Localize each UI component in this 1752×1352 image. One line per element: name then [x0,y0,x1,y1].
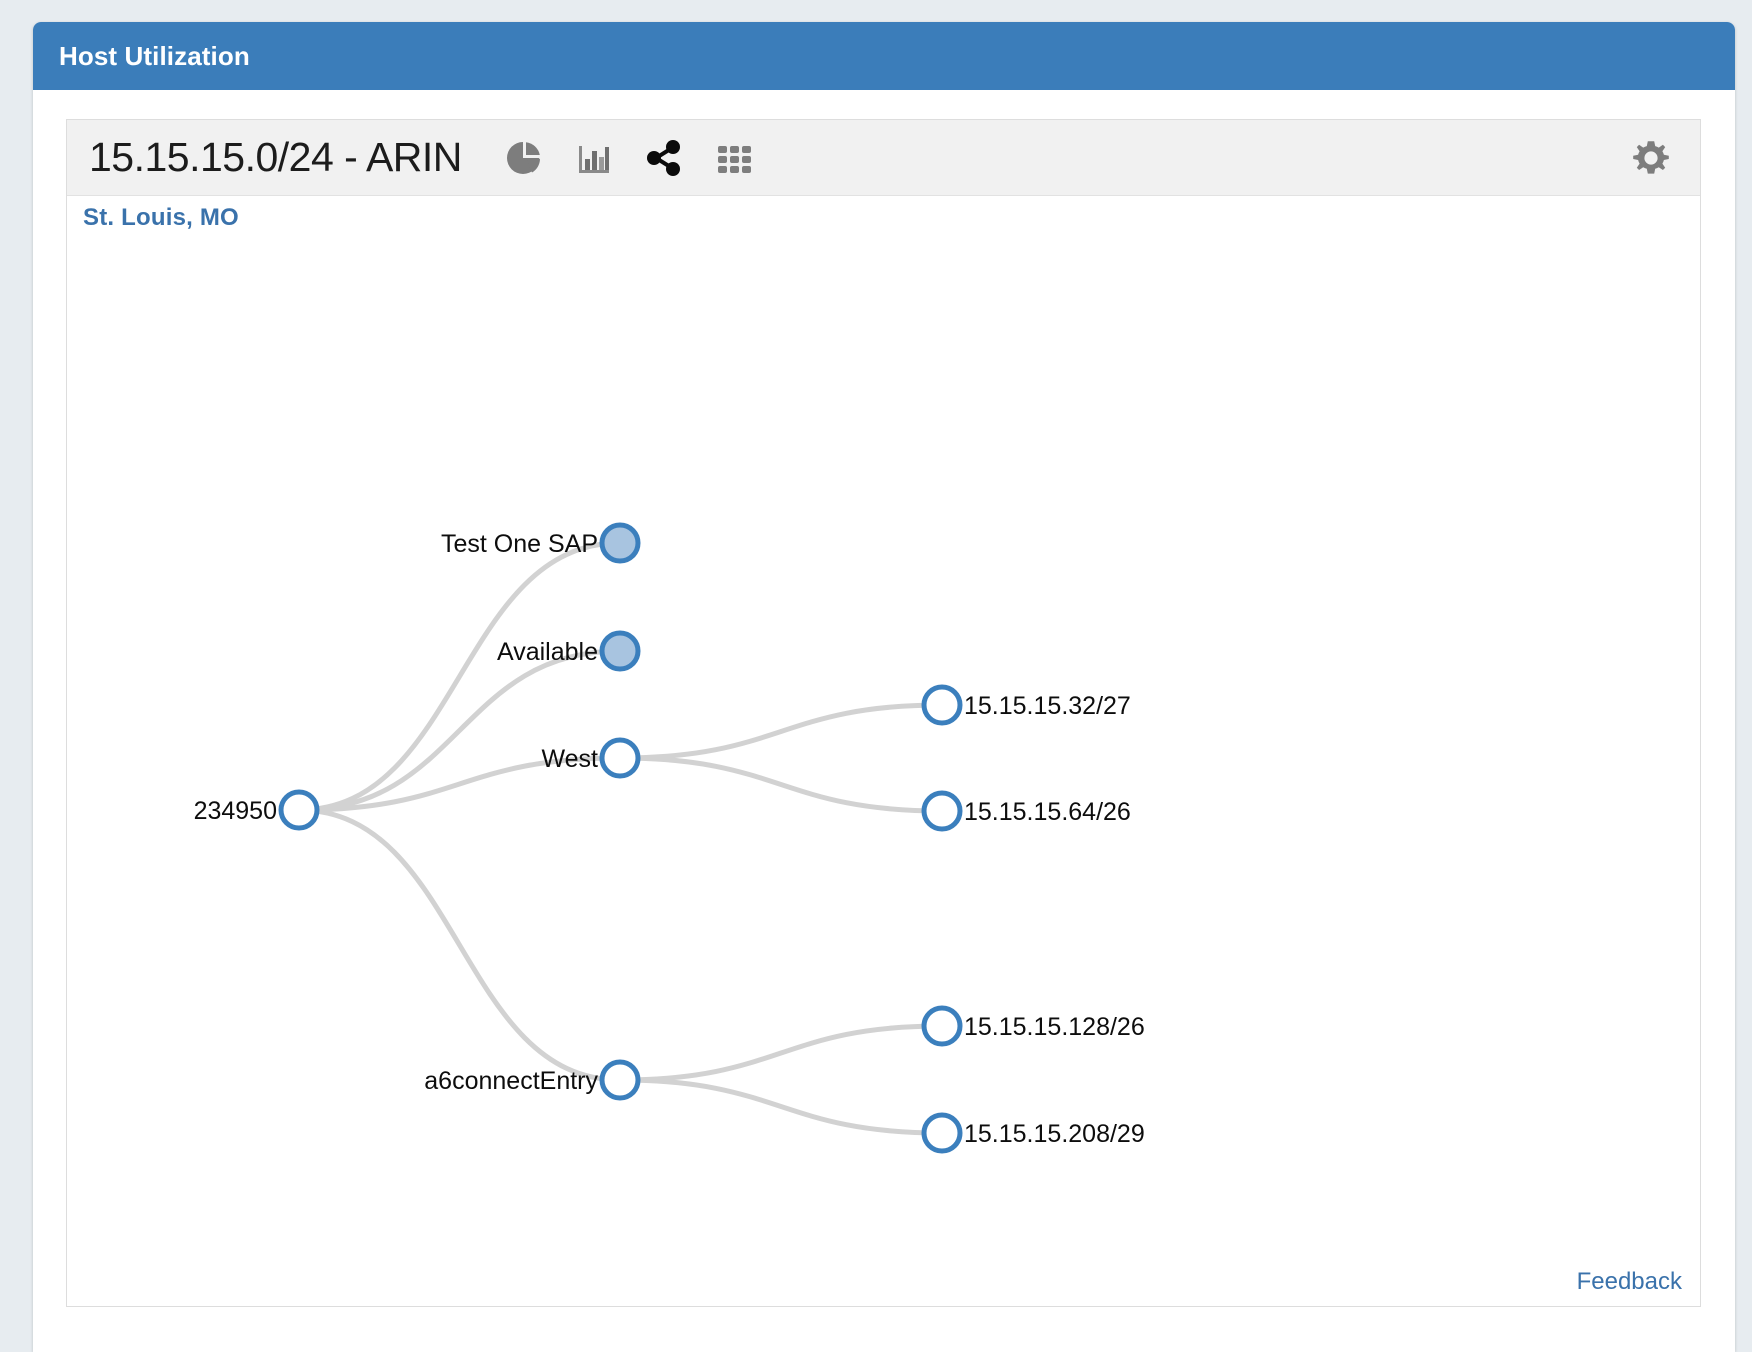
network-title: 15.15.15.0/24 - ARIN [89,134,462,180]
tree-link [298,807,621,1083]
tree-node-test-one-sap[interactable]: Test One SAP [441,522,641,564]
tree-link [298,755,621,813]
view-mode-icons [504,138,754,178]
pie-chart-icon[interactable] [504,138,544,178]
node-label: 15.15.15.208/29 [964,1120,1145,1148]
node-circle[interactable] [921,1005,963,1047]
node-label: Test One SAP [441,530,598,558]
tree-node-root[interactable]: 234950 [194,789,320,831]
node-label: 15.15.15.64/26 [964,798,1131,826]
tree-links [298,540,943,1136]
node-circle[interactable] [599,1059,641,1101]
share-network-icon[interactable] [644,138,684,178]
page-title: Host Utilization [59,41,250,71]
node-circle[interactable] [921,684,963,726]
tree-link [298,648,621,813]
grid-icon[interactable] [714,138,754,178]
node-circle[interactable] [599,737,641,779]
node-circle[interactable] [599,630,641,672]
node-label: Available [497,638,598,666]
panel-header: Host Utilization [33,22,1735,90]
node-label: 234950 [194,797,277,825]
tree-node-net-128-26[interactable]: 15.15.15.128/26 [921,1005,1145,1047]
tree-node-west[interactable]: West [542,737,641,779]
tree-node-net-208-29[interactable]: 15.15.15.208/29 [921,1112,1145,1154]
node-label: a6connectEntry [424,1067,598,1095]
tree-link [619,755,943,814]
tree-link [619,1077,943,1136]
tree-node-available[interactable]: Available [497,630,641,672]
card-toolbar: 15.15.15.0/24 - ARIN [67,120,1700,196]
node-circle[interactable] [599,522,641,564]
tree-link [298,540,621,813]
bar-chart-icon[interactable] [574,138,614,178]
tree-node-a6connectentry[interactable]: a6connectEntry [424,1059,641,1101]
tree-link [619,1023,943,1083]
tree-node-net-64-26[interactable]: 15.15.15.64/26 [921,790,1131,832]
gear-icon[interactable] [1628,135,1674,181]
tree-node-net-32-27[interactable]: 15.15.15.32/27 [921,684,1131,726]
node-label: West [542,745,599,773]
node-label: 15.15.15.32/27 [964,692,1131,720]
panel-body: 15.15.15.0/24 - ARIN [33,90,1735,1352]
feedback-link[interactable]: Feedback [1576,1268,1682,1295]
node-circle[interactable] [921,790,963,832]
node-circle[interactable] [278,789,320,831]
host-utilization-card: 15.15.15.0/24 - ARIN [66,119,1701,1307]
node-circle[interactable] [921,1112,963,1154]
tree-link [619,702,943,761]
host-utilization-panel: Host Utilization 15.15.15.0/24 - ARIN [33,22,1735,1352]
location-link[interactable]: St. Louis, MO [83,204,239,231]
node-label: 15.15.15.128/26 [964,1013,1145,1041]
